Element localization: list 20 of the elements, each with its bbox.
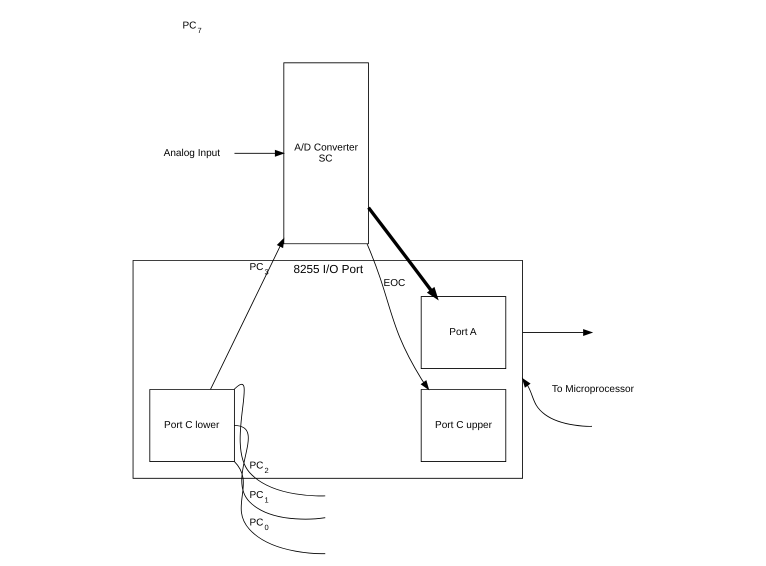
connector <box>233 384 326 496</box>
node-text: Analog Input <box>163 148 220 159</box>
edge-label: EOC <box>383 278 405 290</box>
arrow <box>210 237 284 390</box>
node-box: Port A <box>420 296 506 369</box>
arrow <box>522 329 593 336</box>
edge-label: PC$_{2}$ <box>248 460 268 476</box>
node-box: Port C upper <box>420 389 506 462</box>
edge-label: PC$_{1}$ <box>248 490 268 505</box>
node-box: Port C lower <box>148 389 234 462</box>
node-box: A/D Converter SC <box>282 62 368 244</box>
label: PC$_{7}$ <box>182 20 202 36</box>
edge-label: PC$_{0}$ <box>248 518 268 532</box>
arrow <box>366 243 429 390</box>
connector <box>233 461 326 554</box>
arrow <box>234 150 284 157</box>
connector <box>233 425 326 520</box>
arrow <box>521 378 592 427</box>
node-label: To Microprocessor <box>551 384 634 396</box>
arrow <box>366 206 438 300</box>
